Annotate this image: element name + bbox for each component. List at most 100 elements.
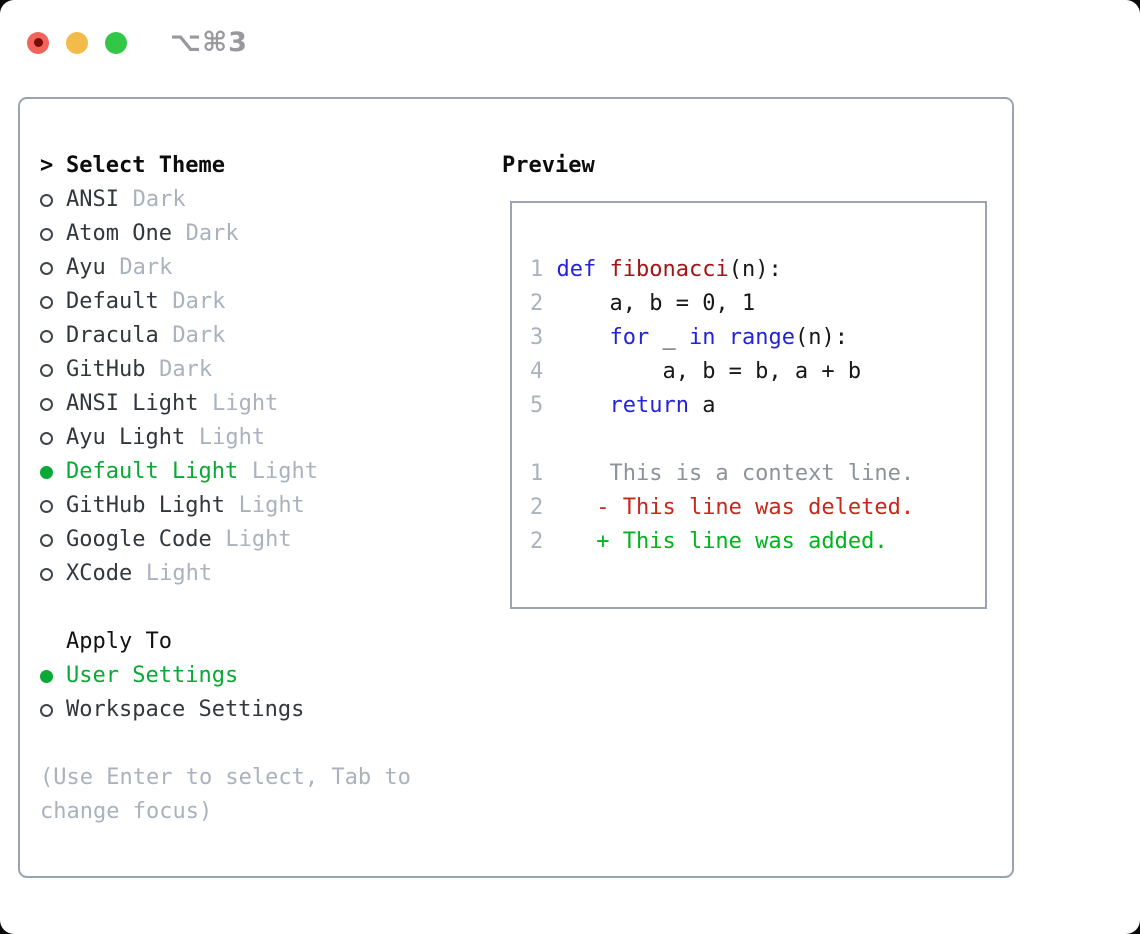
code-token-plain xyxy=(596,257,609,282)
radio-icon xyxy=(40,567,53,581)
line-number: 2 xyxy=(530,495,544,520)
radio-icon xyxy=(40,703,53,717)
code-token-keyword: for xyxy=(609,325,650,350)
theme-variant-tag: Light xyxy=(251,459,319,484)
select-theme-title: Select Theme xyxy=(66,153,225,178)
code-line: 2 a, b = 0, 1 xyxy=(530,287,985,321)
radio-icon xyxy=(40,227,53,241)
code-token-keyword: return xyxy=(609,393,689,418)
theme-option-ayu[interactable]: Ayu Dark xyxy=(40,251,480,285)
theme-option-ansi-light[interactable]: ANSI Light Light xyxy=(40,387,480,421)
line-number: 2 xyxy=(530,291,544,316)
radio-icon xyxy=(40,397,53,411)
apply-to-title: Apply To xyxy=(66,629,172,654)
line-number: 1 xyxy=(530,257,544,282)
close-button[interactable] xyxy=(27,31,49,54)
code-line: 5 return a xyxy=(530,389,985,423)
theme-name: GitHub Light xyxy=(66,493,225,518)
theme-name: Dracula xyxy=(66,323,159,348)
diff-line-added: 2 + This line was added. xyxy=(530,525,985,559)
line-number: 4 xyxy=(530,359,544,384)
diff-line-deleted: 2 - This line was deleted. xyxy=(530,491,985,525)
theme-variant-tag: Light xyxy=(225,527,292,552)
prompt-icon: > xyxy=(40,153,54,178)
theme-option-default-light[interactable]: Default Light Light xyxy=(40,455,480,489)
close-icon xyxy=(33,38,43,47)
theme-name: XCode xyxy=(66,561,133,586)
spacer xyxy=(40,591,480,625)
code-token-keyword: in xyxy=(688,325,716,350)
code-token-plain: a, b = b, a + b xyxy=(543,359,862,384)
code-token-plain xyxy=(543,393,609,418)
theme-option-xcode[interactable]: XCode Light xyxy=(40,557,480,591)
apply-to-header: Apply To xyxy=(40,625,480,659)
theme-option-github[interactable]: GitHub Dark xyxy=(40,353,480,387)
theme-variant-tag: Light xyxy=(212,391,279,416)
radio-icon xyxy=(40,363,53,377)
theme-name: ANSI Light xyxy=(66,391,199,416)
apply-option-workspace-settings[interactable]: Workspace Settings xyxy=(40,693,480,727)
line-number: 3 xyxy=(530,325,544,350)
code-line: 4 a, b = b, a + b xyxy=(530,355,985,389)
theme-variant-tag: Dark xyxy=(132,187,186,212)
radio-icon xyxy=(40,431,53,445)
select-theme-header: > Select Theme xyxy=(40,149,480,183)
code-token-plain: a xyxy=(688,393,716,418)
minimize-button[interactable] xyxy=(66,31,88,54)
theme-variant-tag: Dark xyxy=(119,255,173,280)
code-token-plain xyxy=(543,325,609,350)
diff-line-context: 1 This is a context line. xyxy=(530,457,985,491)
diff-text: - This line was deleted. xyxy=(543,495,915,520)
code-token-plain: (n): xyxy=(794,325,848,350)
radio-icon xyxy=(40,499,53,513)
theme-name: Default Light xyxy=(66,459,239,484)
code-token-function: fibonacci xyxy=(609,257,729,282)
apply-option-user-settings[interactable]: User Settings xyxy=(40,659,480,693)
titlebar: ⌥⌘3 xyxy=(27,27,248,58)
code-token-keyword: range xyxy=(728,325,795,350)
line-number: 2 xyxy=(530,529,544,554)
radio-icon xyxy=(40,533,53,547)
theme-option-github-light[interactable]: GitHub Light Light xyxy=(40,489,480,523)
theme-variant-tag: Dark xyxy=(185,221,239,246)
theme-name: ANSI xyxy=(66,187,119,212)
theme-variant-tag: Dark xyxy=(172,289,226,314)
theme-name: Default xyxy=(66,289,159,314)
diff-text: This is a context line. xyxy=(543,461,915,486)
code-token-plain xyxy=(715,325,728,350)
maximize-button[interactable] xyxy=(105,31,127,54)
radio-icon xyxy=(40,193,53,207)
spacer xyxy=(40,727,480,761)
code-token-plain: (n): xyxy=(728,257,782,282)
theme-name: Atom One xyxy=(66,221,172,246)
theme-variant-tag: Light xyxy=(238,493,305,518)
theme-option-ansi[interactable]: ANSI Dark xyxy=(40,183,480,217)
help-text: (Use Enter to select, Tab to change focu… xyxy=(40,765,411,824)
theme-variant-tag: Light xyxy=(198,425,266,450)
code-line: 3 for _ in range(n): xyxy=(530,321,985,355)
code-token-plain: a, b = 0, 1 xyxy=(543,291,756,316)
theme-name: GitHub xyxy=(66,357,146,382)
diff-sample: 1 This is a context line.2 - This line w… xyxy=(530,457,985,559)
line-number: 5 xyxy=(530,393,544,418)
apply-option-label: Workspace Settings xyxy=(66,697,305,722)
theme-option-atom-one[interactable]: Atom One Dark xyxy=(40,217,480,251)
code-token-plain xyxy=(543,257,556,282)
radio-icon xyxy=(40,329,53,343)
radio-selected-icon xyxy=(40,669,53,683)
theme-option-default[interactable]: Default Dark xyxy=(40,285,480,319)
theme-variant-tag: Dark xyxy=(159,357,213,382)
code-token-keyword: def xyxy=(556,257,597,282)
theme-variant-tag: Light xyxy=(145,561,213,586)
theme-name: Ayu xyxy=(66,255,106,280)
code-token-plain: _ xyxy=(649,325,689,350)
